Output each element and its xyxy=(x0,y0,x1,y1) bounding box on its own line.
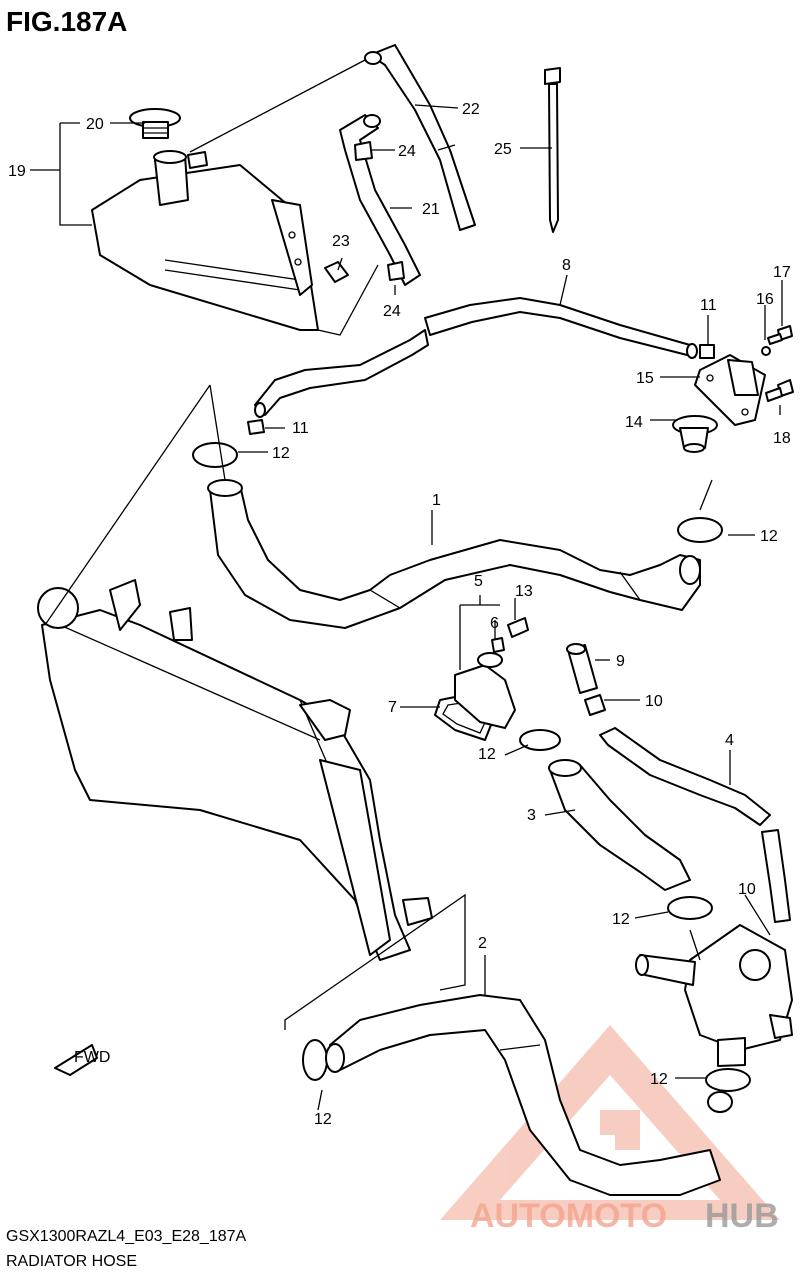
forward-arrow: FWD xyxy=(54,1044,110,1076)
callout-18: 18 xyxy=(773,430,791,447)
callout-25: 25 xyxy=(494,141,512,158)
callout-21: 21 xyxy=(422,201,440,218)
hose-4 xyxy=(599,727,791,923)
callout-14: 14 xyxy=(625,414,643,431)
watermark-text-primary: AUTOMOTO xyxy=(470,1197,667,1235)
model-code: GSX1300RAZL4_E03_E28_187A xyxy=(6,1228,247,1245)
callout-24b: 24 xyxy=(383,303,401,320)
radiator xyxy=(37,579,433,961)
callout-8: 8 xyxy=(562,257,571,274)
callout-12b: 12 xyxy=(760,528,778,545)
bolts-16-17-18 xyxy=(761,325,794,402)
callout-12c: 12 xyxy=(478,746,496,763)
callout-12e: 12 xyxy=(650,1071,668,1088)
callout-13: 13 xyxy=(515,583,533,600)
callout-7: 7 xyxy=(388,699,397,716)
thermostat xyxy=(672,415,718,453)
hose-3 xyxy=(548,759,691,891)
callout-2: 2 xyxy=(478,935,487,952)
hose-clamps xyxy=(192,344,751,1092)
hose-clips-24 xyxy=(354,141,405,281)
callout-23: 23 xyxy=(332,233,350,250)
callout-12a: 12 xyxy=(272,445,290,462)
water-pump xyxy=(635,924,793,1067)
callout-5: 5 xyxy=(474,573,483,590)
callout-6: 6 xyxy=(490,615,499,632)
watermark-logo-inner xyxy=(600,1110,640,1150)
callout-11b: 11 xyxy=(292,420,309,437)
callout-labels: 1 2 3 4 5 6 7 8 9 10 10 11 11 12 12 12 1… xyxy=(8,101,791,1128)
callout-12f: 12 xyxy=(314,1111,332,1128)
callout-11a: 11 xyxy=(700,297,717,314)
callout-20: 20 xyxy=(86,116,104,133)
radiator-hose-1 xyxy=(207,479,701,629)
overflow-hose xyxy=(364,44,476,231)
callout-17: 17 xyxy=(773,264,791,281)
outlet-pipe xyxy=(454,617,529,729)
reservoir-hose-8 xyxy=(254,297,698,418)
callout-16: 16 xyxy=(756,291,774,308)
tie-strap xyxy=(544,67,561,233)
callout-1: 1 xyxy=(432,492,441,509)
breather-hose xyxy=(339,114,421,286)
callout-9: 9 xyxy=(616,653,625,670)
forward-arrow-label: FWD xyxy=(74,1049,110,1066)
callout-10b: 10 xyxy=(738,881,756,898)
thermostat-cover xyxy=(694,354,766,426)
watermark-text-secondary: HUB xyxy=(705,1197,779,1235)
hose-2 xyxy=(325,994,733,1196)
callout-15: 15 xyxy=(636,370,654,387)
figure-title: FIG.187A xyxy=(6,6,128,37)
callout-4: 4 xyxy=(725,732,734,749)
nipple-9 xyxy=(566,643,606,716)
callout-10a: 10 xyxy=(645,693,663,710)
callout-24a: 24 xyxy=(398,143,416,160)
reservoir-tank xyxy=(91,150,319,331)
callout-3: 3 xyxy=(527,807,536,824)
diagram-name: RADIATOR HOSE xyxy=(6,1253,137,1270)
callout-22: 22 xyxy=(462,101,480,118)
leader-lines xyxy=(30,59,783,1111)
callout-19: 19 xyxy=(8,163,26,180)
watermark-text: AUTOMOTO HUB xyxy=(470,1197,779,1235)
bolt-23 xyxy=(324,261,349,283)
callout-12d: 12 xyxy=(612,911,630,928)
